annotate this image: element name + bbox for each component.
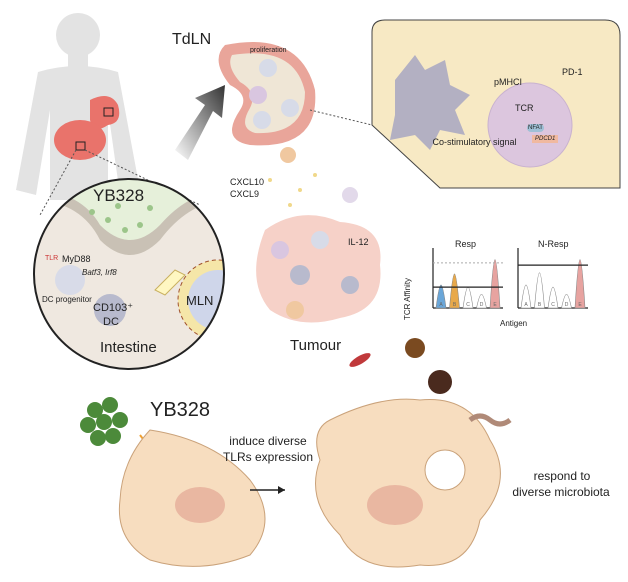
intestine-yb328-title: YB328 xyxy=(93,186,145,205)
peak-E xyxy=(489,259,501,309)
peak-D xyxy=(476,293,487,309)
dc-label: DC xyxy=(103,316,119,328)
genes-label: Batf3, Irf8 xyxy=(82,268,117,277)
pd1-label: PD-1 xyxy=(562,67,583,77)
tlr-expression-label: TLRs expression xyxy=(222,450,314,464)
bottom-yb328-title: YB328 xyxy=(150,399,211,421)
tumour-mass xyxy=(256,215,381,323)
il12-label: IL-12 xyxy=(348,237,369,247)
respond-label: respond to xyxy=(533,469,591,483)
peak-B xyxy=(534,272,545,309)
zoom-box xyxy=(75,141,86,151)
peak-D xyxy=(561,293,572,309)
microbiota xyxy=(349,338,512,427)
lymph-node-graphic xyxy=(218,42,316,146)
pdcd1-gene-label: PDCD1 xyxy=(532,135,559,143)
myd88-label: MyD88 xyxy=(62,254,91,264)
peak-label: A xyxy=(439,302,443,308)
peak-label: C xyxy=(466,302,470,308)
human-body-silhouette xyxy=(16,13,140,200)
peak-label: B xyxy=(538,302,542,308)
costimulatory-label: Co-stimulatory signal xyxy=(432,137,517,147)
peak-label: B xyxy=(453,302,457,308)
peak-E xyxy=(574,259,586,309)
microbiota-label: diverse microbiota xyxy=(512,485,610,499)
peak-label: A xyxy=(524,302,528,308)
peak-label: E xyxy=(578,302,582,308)
peak-label: D xyxy=(565,302,569,308)
nfat-label: NFAT xyxy=(527,124,544,132)
zoom-box xyxy=(103,107,114,117)
chart-title-nresp: N-Resp xyxy=(538,239,569,249)
tumour-label: Tumour xyxy=(290,337,342,354)
proliferation-label: proliferation xyxy=(250,47,287,54)
dendritic-cell xyxy=(390,55,470,150)
peak-A xyxy=(520,284,532,309)
cxcl10-label: CXCL10 xyxy=(230,177,265,187)
intestine-organ xyxy=(54,96,120,160)
arrow-icon xyxy=(175,85,225,160)
peak-label: C xyxy=(551,302,555,308)
dc-progenitor-label: DC progenitor xyxy=(42,295,92,304)
peak-B xyxy=(449,273,460,309)
induce-label: induce diverse xyxy=(229,434,307,448)
tdln-label: TdLN xyxy=(172,31,212,48)
dendritic-cell-after xyxy=(315,398,501,568)
y-axis-label: TCR Affinity xyxy=(403,277,413,321)
tcr-label: TCR xyxy=(515,103,534,113)
cxcl9-label: CXCL9 xyxy=(230,189,260,199)
peak-label: D xyxy=(480,302,484,308)
intestine-label: Intestine xyxy=(100,339,157,356)
chart-title-resp: Resp xyxy=(455,239,477,249)
cd103-label: CD103⁺ xyxy=(93,302,134,314)
peak-C xyxy=(547,286,559,309)
x-axis-label: Antigen xyxy=(500,319,528,328)
peak-A xyxy=(435,284,447,309)
tlr-label: TLR xyxy=(45,255,59,262)
peak-label: E xyxy=(493,302,497,308)
yb328-bacteria-cluster xyxy=(80,397,128,446)
mln-label: MLN xyxy=(186,293,214,308)
pmhc-label: pMHCI xyxy=(494,77,523,87)
